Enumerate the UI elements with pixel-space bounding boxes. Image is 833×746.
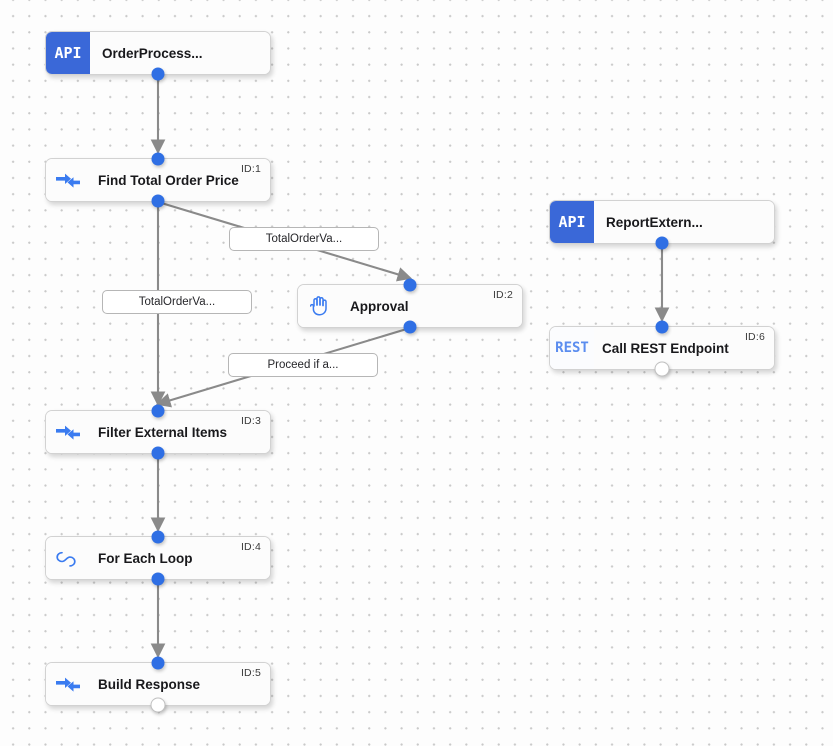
- edge-label-text: Proceed if a...: [267, 359, 339, 371]
- edge-label-total-order-va-top[interactable]: TotalOrderVa...: [229, 227, 379, 251]
- node-title: ReportExtern...: [606, 214, 703, 230]
- node-port-bottom[interactable]: [151, 572, 165, 586]
- node-id-badge: ID:1: [240, 163, 261, 175]
- node-title: Approval: [350, 298, 409, 314]
- node-title: Filter External Items: [98, 424, 228, 440]
- api-badge-icon: API: [550, 201, 594, 243]
- node-for-each-loop[interactable]: For Each Loop ID:4: [45, 530, 271, 586]
- node-port-top[interactable]: [151, 530, 165, 544]
- node-port-top[interactable]: [151, 152, 165, 166]
- node-title: Find Total Order Price: [98, 172, 239, 188]
- node-call-rest-endpoint[interactable]: REST Call REST Endpoint ID:6: [549, 320, 775, 377]
- edge-label-total-order-va-left[interactable]: TotalOrderVa...: [102, 290, 252, 314]
- node-approval[interactable]: Approval ID:2: [297, 278, 523, 334]
- node-port-top[interactable]: [655, 320, 669, 334]
- node-title: OrderProcess...: [102, 45, 203, 61]
- node-filter-external-items[interactable]: Filter External Items ID:3: [45, 404, 271, 460]
- node-port-top[interactable]: [403, 278, 417, 292]
- node-title: Call REST Endpoint: [602, 340, 729, 356]
- edge-label-text: TotalOrderVa...: [138, 296, 216, 308]
- node-title: Build Response: [98, 676, 201, 692]
- node-port-bottom[interactable]: [151, 446, 165, 460]
- node-port-top[interactable]: [151, 656, 165, 670]
- node-port-bottom[interactable]: [151, 194, 165, 208]
- converge-arrows-icon: [46, 159, 90, 201]
- node-id-badge: ID:2: [492, 289, 513, 301]
- node-id-badge: ID:5: [240, 667, 261, 679]
- node-port-top[interactable]: [151, 404, 165, 418]
- edge-label-proceed-if-a[interactable]: Proceed if a...: [228, 353, 378, 377]
- hand-stop-icon: [298, 285, 342, 327]
- edge-label-text: TotalOrderVa...: [265, 233, 343, 245]
- converge-arrows-icon: [46, 411, 90, 453]
- api-badge-text: API: [54, 44, 82, 62]
- node-id-badge: ID:6: [744, 331, 765, 343]
- node-id-badge: ID:3: [240, 415, 261, 427]
- node-build-response[interactable]: Build Response ID:5: [45, 656, 271, 713]
- node-id-badge: ID:4: [240, 541, 261, 553]
- api-badge-text: API: [558, 213, 586, 231]
- node-port-bottom[interactable]: [403, 320, 417, 334]
- node-find-total-order-price[interactable]: Find Total Order Price ID:1: [45, 152, 271, 208]
- node-port-bottom[interactable]: [151, 67, 165, 81]
- node-port-bottom[interactable]: [654, 361, 670, 377]
- rest-badge-icon: REST: [550, 327, 594, 369]
- node-report-extern[interactable]: API ReportExtern...: [549, 200, 775, 250]
- node-order-process[interactable]: API OrderProcess...: [45, 31, 271, 81]
- node-port-bottom[interactable]: [655, 236, 669, 250]
- api-badge-icon: API: [46, 32, 90, 74]
- rest-badge-text: REST: [555, 340, 589, 356]
- converge-arrows-icon: [46, 663, 90, 705]
- node-title: For Each Loop: [98, 550, 193, 566]
- infinity-loop-icon: [46, 537, 90, 579]
- node-port-bottom[interactable]: [150, 697, 166, 713]
